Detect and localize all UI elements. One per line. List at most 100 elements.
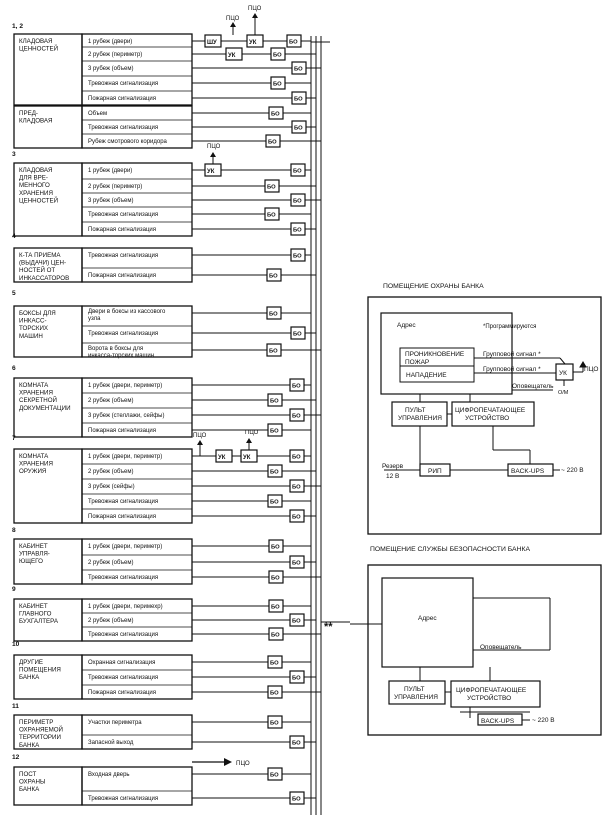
row-label: Пожарная сигнализация [88,227,156,233]
bo-label: БО [271,605,280,611]
arrow-icon [252,13,258,18]
section-rows-box [81,714,193,750]
attack-box [399,365,475,383]
uk-label: УК [559,370,567,377]
section-title-line: ДЛЯ ВРЕ- [19,175,48,182]
programmed-note: *Программируются [483,324,536,330]
section-number: 10 [12,641,20,648]
intrusion-label: ПРОНИКНОВЕНИЕ [405,351,465,358]
bo-label: БО [268,140,277,146]
bo-label: БО [271,112,280,118]
rip-label: РИП [428,468,442,475]
guard-room-frame [367,296,602,535]
section-title-line: К-ТА ПРИЕМА [19,252,61,259]
arrow-icon [210,152,216,157]
bo-label: БО [292,619,301,625]
bo-label: БО [292,561,301,567]
guard-room: ПОМЕЩЕНИЕ ОХРАНЫ БАНКА Адрес *Программир… [367,283,602,535]
group-signal-2: Групповой сигнал * [483,365,541,373]
row-label: Пожарная сигнализация [88,96,156,102]
row-label: 2 рубеж (периметр) [88,184,142,190]
row-label: 1 рубеж (двери, перимехр) [88,604,163,610]
row-label: 2 рубеж (объем) [88,560,133,566]
section-number: 6 [12,365,16,372]
row-label: Объем [88,111,107,117]
printer-line1: ЦИФРОПЕЧАТАЮЩЕЕ [455,407,526,414]
bo-label: БО [292,515,301,521]
row-label: 3 рубеж (сейфы) [88,483,135,490]
row-label: Тревожная сигнализация [88,212,158,218]
address-label: Адрес [397,322,416,329]
row-label: Пожарная сигнализация [88,428,156,434]
shu-label: ШУ [207,40,217,46]
section-title-line: КЛАДОВАЯ [19,38,53,45]
section-title-line: ТОРСКИХ [19,325,48,332]
pco-label: ПЦО [236,760,250,767]
section-number: 1, 2 [12,23,23,30]
sec-console-line2: УПРАВЛЕНИЯ [394,694,438,701]
bo-label: БО [293,228,302,234]
attack-label: НАПАДЕНИЕ [406,372,447,379]
section-rows-box [81,247,193,283]
address-panel [380,312,513,395]
section-title-line: СЕКРЕТНОЙ [19,396,57,404]
row-label: инкасса-торских машин [88,353,154,359]
section-number: 4 [12,233,16,240]
row-label: Тревожная сигнализация [88,796,158,802]
digital-printer [451,401,535,427]
section-title-line: КАБИНЕТ [19,603,48,610]
section-title-line: ЮЩЕГО [19,558,43,565]
bo-label: БО [292,797,301,803]
section-title-line: ХРАНЕНИЯ [19,461,53,468]
bo-label: БО [271,633,280,639]
bo-label: БО [294,97,303,103]
row-label: Тревожная сигнализация [88,675,158,681]
section-number: 3 [12,151,16,158]
bo-label: БО [271,576,280,582]
bo-label: БО [292,485,301,491]
row-label: 2 рубеж (объем) [88,398,133,404]
row-label: 2 рубеж (периметр) [88,52,142,58]
section-title-line: ГЛАВНОГО [19,611,52,618]
double-star-marker: ** [324,621,333,633]
pco-label: ПЦО [248,6,262,12]
bo-label: БО [270,721,279,727]
section-title-line: ХРАНЕНИЯ [19,390,53,397]
ups-label: BACK-UPS [511,468,545,475]
bo-label: БО [292,414,301,420]
section-title-line: ЦЕННОСТЕЙ [19,196,58,204]
section-number: 12 [12,754,20,761]
uk-box [225,47,243,61]
printer-line2: УСТРОЙСТВО [465,413,509,422]
sec-address-panel [381,577,474,668]
row-label: Рубеж смотрового коридора [88,139,168,145]
bo-label: БО [293,169,302,175]
bo-label: БО [270,500,279,506]
section-title-line: ПОМЕЩЕНИЯ [19,667,61,674]
row-label: узла [88,316,101,322]
arrow-icon [224,758,232,766]
pco-label: ПЦО [245,430,259,436]
section-rows-box [81,766,193,806]
section-title-line: УПРАВЛЯ- [19,551,50,558]
bo-label: БО [292,384,301,390]
section-title-line: ОХРАНЯЕМОЙ [19,726,63,734]
section-title-line: ДОКУМЕНТАЦИИ [19,405,71,412]
guard-room-title: ПОМЕЩЕНИЕ ОХРАНЫ БАНКА [383,283,484,290]
section-number: 11 [12,703,19,710]
row-label: Ворота в боксы для [88,346,143,352]
row-label: 3 рубеж (объем) [88,66,133,72]
sec-digital-printer [450,680,541,708]
bo-label: БО [292,455,301,461]
bo-label: БО [292,676,301,682]
bo-label: БО [293,332,302,338]
sec-address-label: Адрес [418,615,437,622]
row-label: Входная дверь [88,772,130,778]
bo-label: БО [293,199,302,205]
bo-label: БО [273,82,282,88]
sec-announcer-label: Оповещатель [480,644,522,651]
section-title-line: ОХРАНЫ [19,779,45,786]
section-title-line: ДРУГИЕ [19,659,43,666]
bo-label: БО [270,470,279,476]
bo-label: БО [269,349,278,355]
